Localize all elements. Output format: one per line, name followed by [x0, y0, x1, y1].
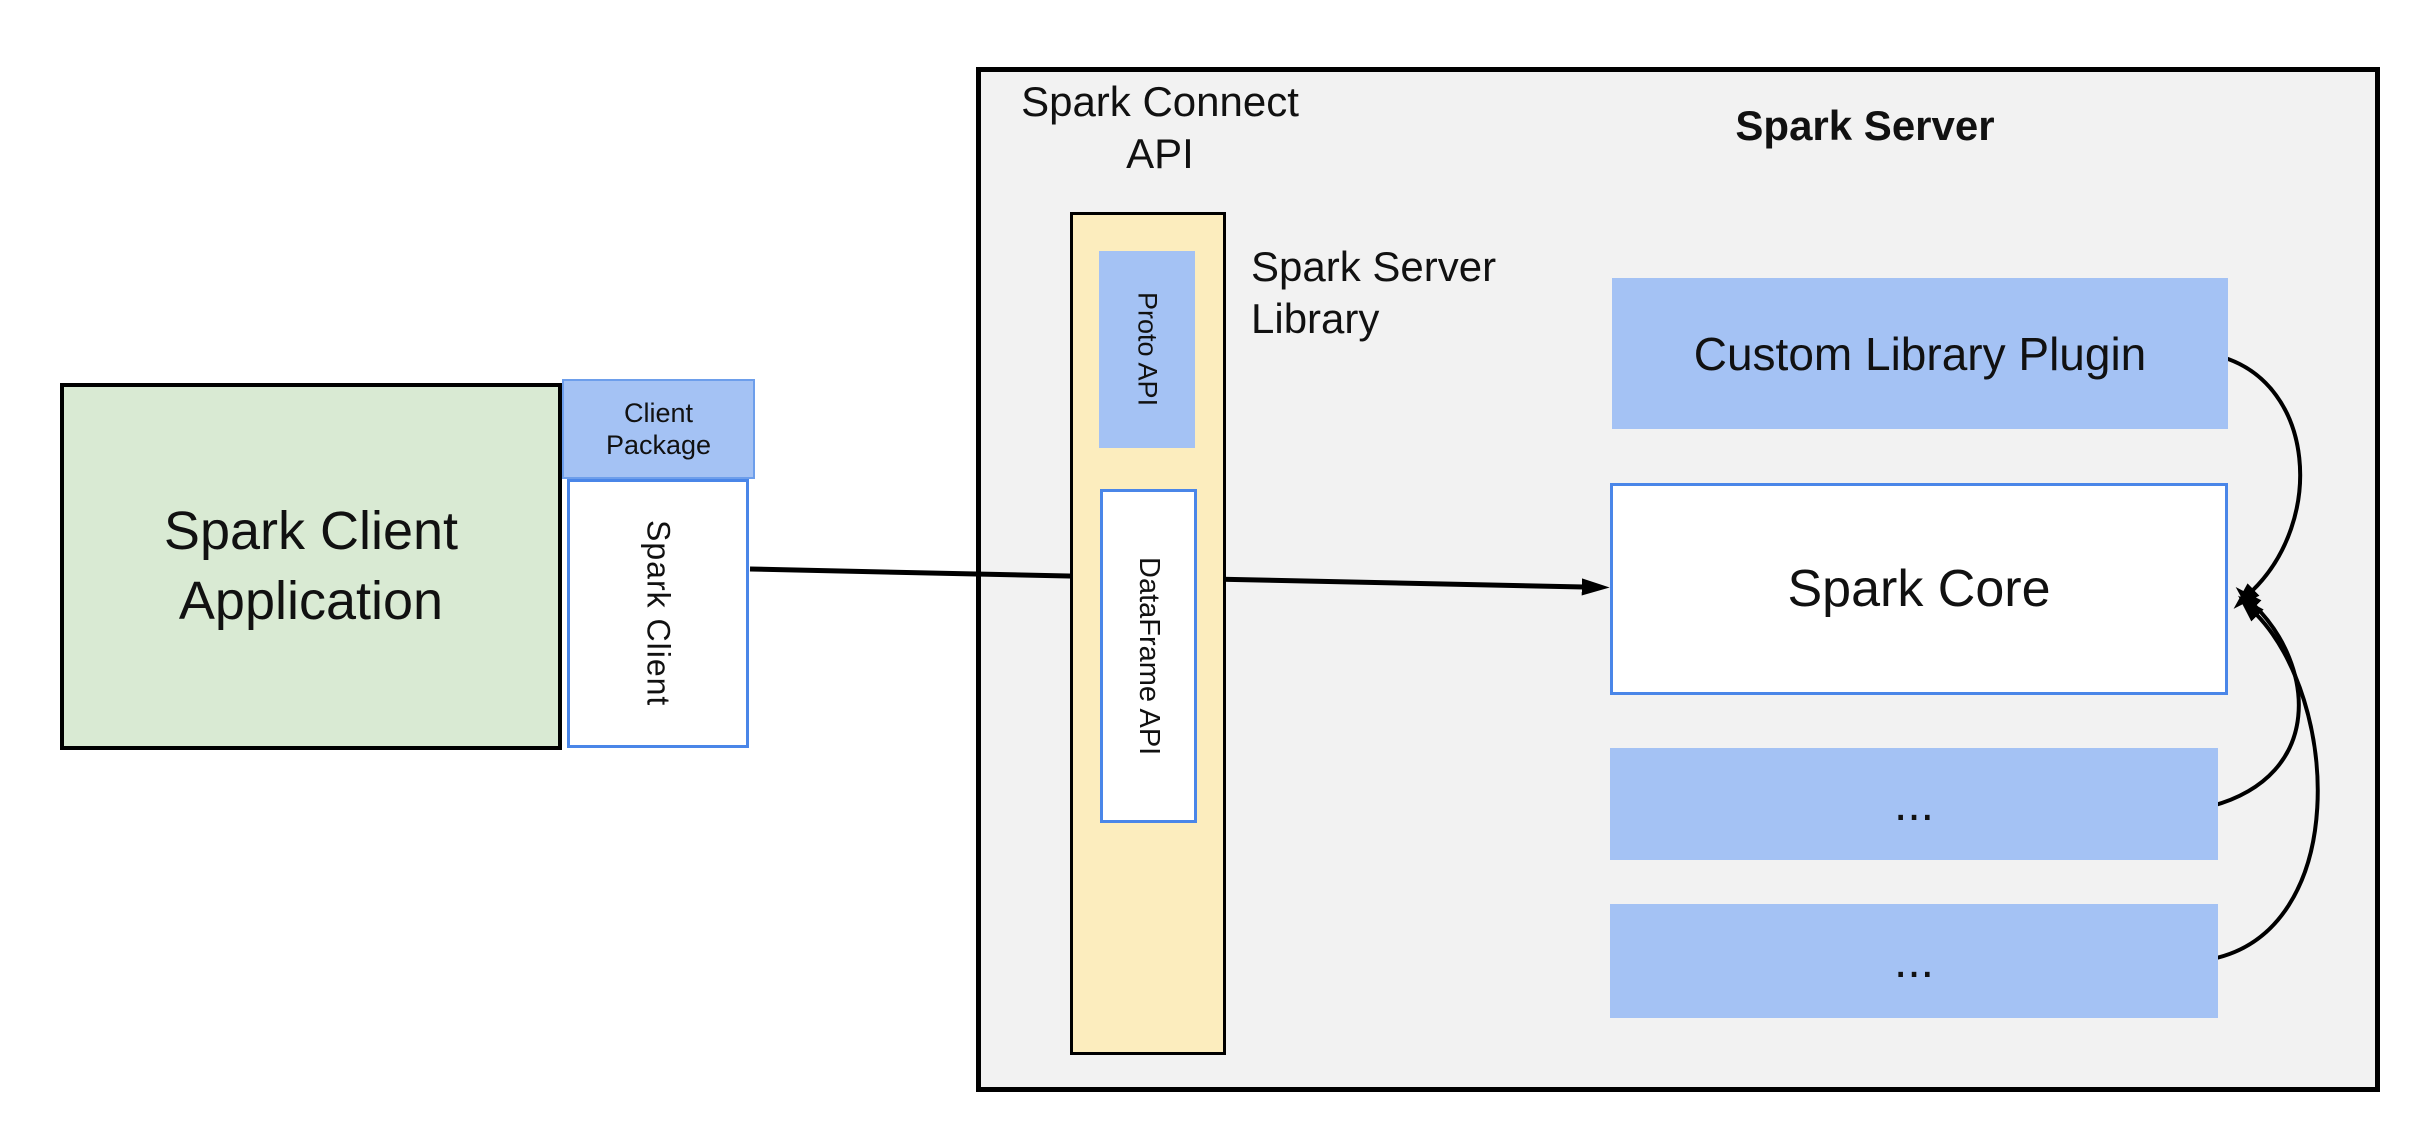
proto-api-box: Proto API: [1099, 251, 1195, 448]
proto-api-label: Proto API: [1132, 292, 1163, 407]
spark-connect-api-label: Spark Connect API: [1021, 78, 1299, 178]
custom-library-plugin-label: Custom Library Plugin: [1693, 327, 2147, 380]
plugin-slot-1-box: ...: [1610, 748, 2218, 860]
plugin-slot-2-box: ...: [1610, 904, 2218, 1018]
spark-server-title: Spark Server: [1735, 102, 1995, 149]
client-app-box: Spark Client Application: [60, 383, 562, 750]
spark-client-label: Spark Client: [640, 520, 677, 707]
client-app-label: Spark Client Application: [163, 501, 459, 631]
client-package-box: Client Package: [562, 379, 755, 479]
spark-core-box: Spark Core: [1610, 483, 2228, 695]
custom-library-plugin-box: Custom Library Plugin: [1612, 278, 2228, 429]
plugin-slot-1-label: ...: [1893, 777, 1934, 831]
spark-server-library-label: Spark Server Library: [1251, 243, 1497, 343]
client-package-label: Client Package: [605, 397, 712, 460]
dataframe-api-box: DataFrame API: [1100, 489, 1197, 823]
plugin-slot-2-label: ...: [1893, 934, 1934, 988]
spark-client-box: Spark Client: [567, 479, 749, 748]
spark-core-label: Spark Core: [1787, 560, 2051, 618]
dataframe-api-label: DataFrame API: [1133, 556, 1165, 756]
